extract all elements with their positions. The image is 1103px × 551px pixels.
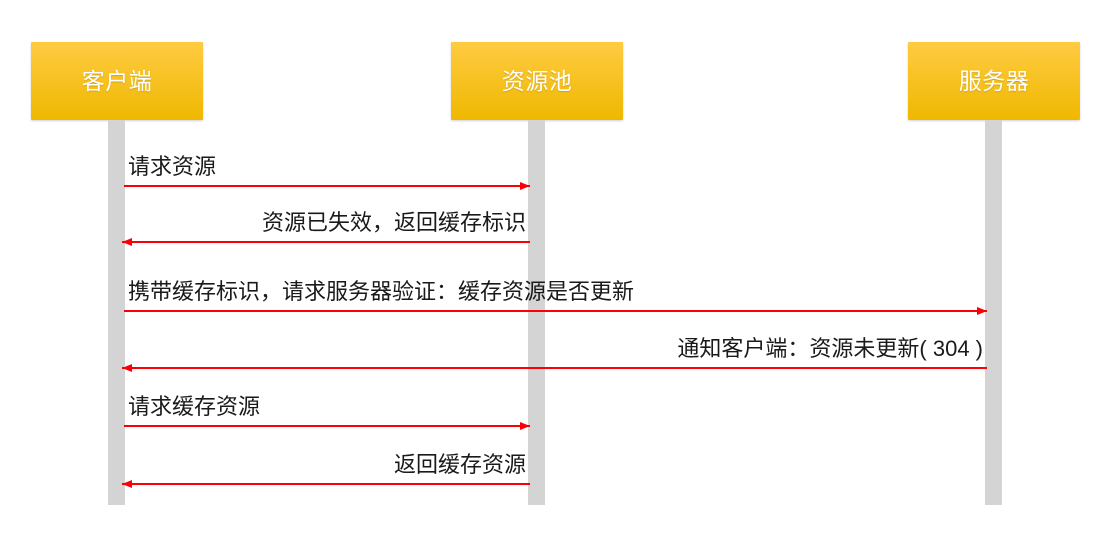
- arrow-head-icon: [122, 238, 132, 246]
- participant-box-pool[interactable]: 资源池: [451, 42, 623, 120]
- participant-box-server[interactable]: 服务器: [908, 42, 1080, 120]
- participant-label-server: 服务器: [958, 67, 1030, 94]
- message-label-3: 携带缓存标识，请求服务器验证：缓存资源是否更新: [128, 278, 635, 304]
- participant-label-pool: 资源池: [501, 67, 573, 94]
- arrow-head-icon: [520, 182, 530, 190]
- message-line-4: [122, 364, 987, 372]
- message-label-4: 通知客户端：资源未更新( 304 ): [677, 335, 983, 361]
- message-label-1: 请求资源: [128, 153, 217, 179]
- message-line-2: [122, 238, 530, 246]
- message-line-5: [124, 422, 530, 430]
- arrow-head-icon: [122, 480, 132, 488]
- message-line-1: [124, 182, 530, 190]
- arrow-head-icon: [977, 307, 987, 315]
- lifeline-client: [108, 120, 125, 505]
- message-label-2: 资源已失效，返回缓存标识: [261, 209, 526, 235]
- message-line-6: [122, 480, 530, 488]
- participant-label-client: 客户端: [81, 67, 153, 94]
- lifeline-server: [985, 120, 1002, 505]
- message-label-6: 返回缓存资源: [393, 451, 526, 477]
- lifeline-pool: [528, 120, 545, 505]
- message-line-3: [124, 307, 987, 315]
- message-label-5: 请求缓存资源: [128, 393, 261, 419]
- arrow-head-icon: [122, 364, 132, 372]
- participant-box-client[interactable]: 客户端: [31, 42, 203, 120]
- arrow-head-icon: [520, 422, 530, 430]
